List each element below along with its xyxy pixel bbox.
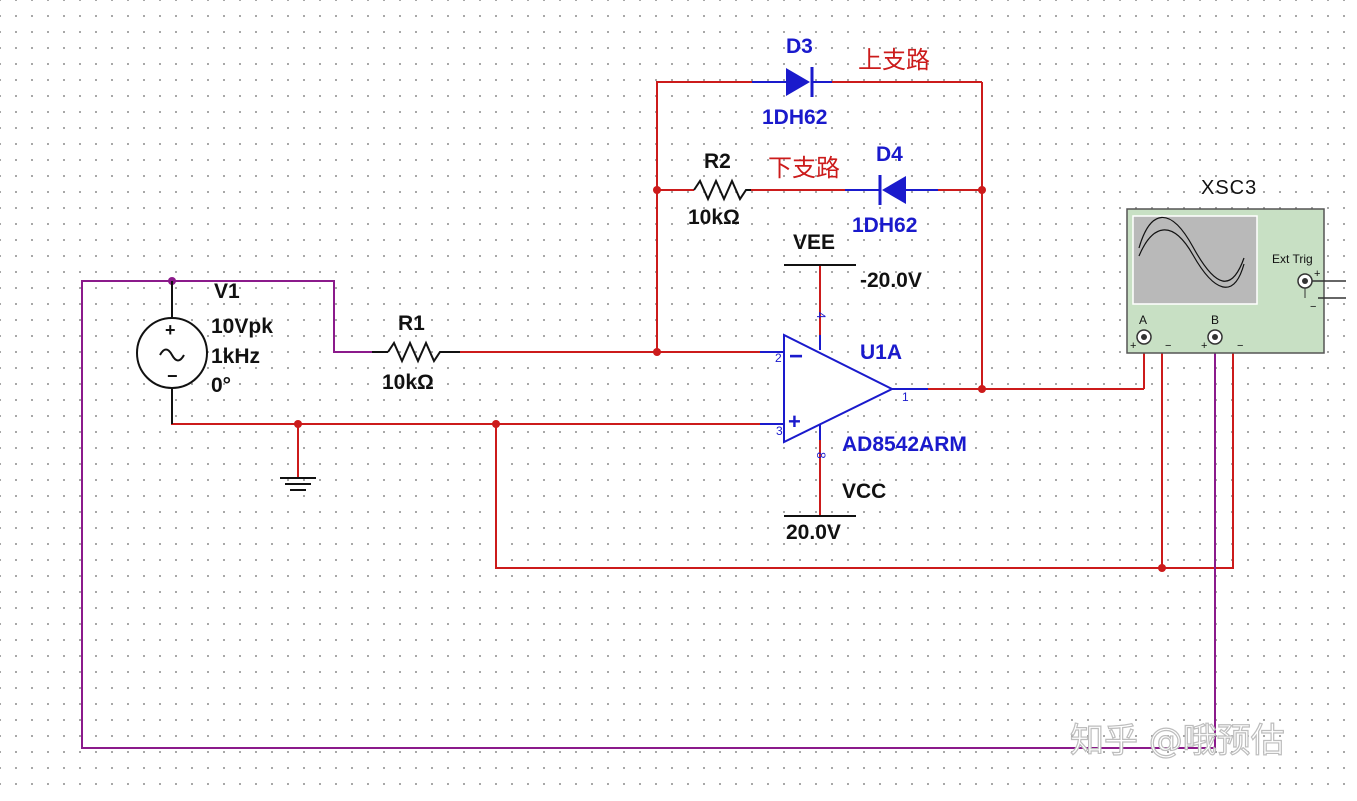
terminal-center (1212, 334, 1218, 340)
watermark: 知乎 @哦预估 (1070, 721, 1285, 761)
diode-d4[interactable]: D4 1DH62 (845, 143, 938, 237)
junction-dot (653, 348, 661, 356)
minus-sign: − (789, 343, 803, 370)
opamp-triangle-icon (783, 333, 895, 444)
junction-dot (653, 186, 661, 194)
ground-symbol[interactable] (280, 477, 316, 491)
supply-vee[interactable]: VEE -20.0V (784, 231, 922, 292)
wire-source-to-scope-b[interactable] (81, 280, 1216, 749)
diode-triangle-icon (882, 176, 906, 204)
terminal-center (1141, 334, 1147, 340)
d4-ref: D4 (876, 143, 903, 166)
junction-dot (978, 186, 986, 194)
minus-sign: − (167, 366, 178, 386)
ext-plus: + (1314, 268, 1320, 280)
junction-dot (978, 385, 986, 393)
d3-model: 1DH62 (762, 106, 827, 129)
pin-inv-number: 2 (775, 351, 782, 365)
vee-label: VEE (793, 231, 835, 254)
plus-sign: + (165, 320, 176, 340)
vcc-label: VCC (842, 480, 886, 503)
sine-icon (159, 348, 185, 362)
junction-dot (294, 420, 302, 428)
resistor-zigzag-icon (387, 340, 460, 364)
ext-minus: − (1310, 301, 1316, 313)
junction-dot (1158, 564, 1166, 572)
a-plus: + (1130, 340, 1136, 352)
terminal-center (1302, 278, 1308, 284)
d4-model: 1DH62 (852, 214, 917, 237)
r1-ref: R1 (398, 312, 425, 335)
scope-ref: XSC3 (1201, 177, 1257, 199)
v1-frequency: 1kHz (211, 345, 260, 368)
v1-amplitude: 10Vpk (211, 315, 273, 338)
wire-upper-branch[interactable] (656, 81, 752, 352)
upper-branch-label: 上支路 (858, 46, 930, 74)
pin-vee-number: 4 (814, 312, 828, 319)
pin-noninv-number: 3 (776, 424, 783, 438)
wire-ground[interactable] (171, 385, 784, 425)
resistor-zigzag-icon (693, 178, 751, 202)
diode-triangle-icon (786, 68, 810, 96)
oscilloscope-xsc3[interactable]: XSC3 Ext Trig + − A B + − + − (1126, 177, 1346, 354)
wire-ground-return[interactable] (495, 345, 1234, 569)
b-minus: − (1237, 340, 1243, 352)
lower-branch-label: 下支路 (768, 154, 840, 182)
resistor-r2[interactable]: R2 10kΩ (688, 150, 751, 229)
pin-out-number: 1 (902, 390, 909, 404)
diode-d3[interactable]: D3 1DH62 (752, 35, 832, 129)
wires (171, 81, 1234, 569)
r1-value: 10kΩ (382, 371, 434, 394)
opamp-u1a[interactable]: − + 2 3 1 4 8 U1A AD8542ARM (760, 312, 967, 459)
scope-screen (1132, 215, 1258, 305)
pin-vcc-number: 8 (814, 452, 828, 459)
resistor-r1[interactable]: R1 10kΩ (372, 312, 460, 394)
supply-vcc[interactable]: VCC 20.0V (784, 480, 886, 544)
r2-ref: R2 (704, 150, 731, 173)
waveform-icon (1138, 229, 1245, 288)
ext-trig-label: Ext Trig (1272, 252, 1313, 266)
v1-ref: V1 (214, 280, 240, 303)
junctions (168, 186, 1166, 572)
waveform-icon (1138, 216, 1245, 282)
r2-value: 10kΩ (688, 206, 740, 229)
v1-phase: 0° (211, 374, 231, 397)
channel-b-label: B (1211, 313, 1219, 327)
d3-ref: D3 (786, 35, 813, 58)
b-plus: + (1201, 340, 1207, 352)
u1a-model: AD8542ARM (842, 433, 967, 456)
junction-dot (492, 420, 500, 428)
u1a-ref: U1A (860, 341, 902, 364)
a-minus: − (1165, 340, 1171, 352)
channel-a-label: A (1139, 313, 1147, 327)
vcc-voltage: 20.0V (786, 521, 841, 544)
source-v1[interactable]: + − V1 10Vpk 1kHz 0° (136, 280, 273, 424)
plus-sign: + (788, 409, 801, 434)
vee-voltage: -20.0V (860, 269, 922, 292)
